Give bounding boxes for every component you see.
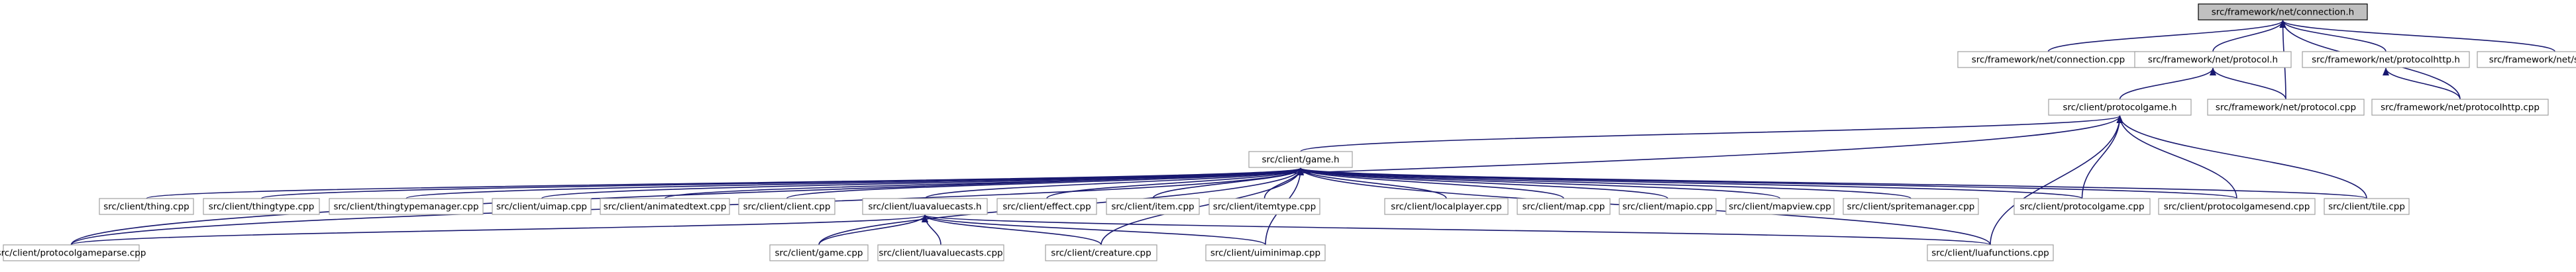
node-label: src/client/effect.cpp	[1002, 202, 1091, 212]
node-uiminimap-cpp[interactable]: src/client/uiminimap.cpp	[1205, 244, 1326, 261]
edge-protocolgameparse_cpp-to-luavaluecasts_h	[70, 214, 928, 246]
node-map-cpp[interactable]: src/client/map.cpp	[1517, 198, 1611, 215]
node-itemtype-cpp[interactable]: src/client/itemtype.cpp	[1208, 198, 1320, 215]
node-tile-cpp[interactable]: src/client/tile.cpp	[2324, 198, 2410, 215]
node-label: src/framework/net/protocol.h	[2148, 55, 2278, 66]
node-label: src/client/protocolgamesend.cpp	[2164, 202, 2310, 212]
edge-thing_cpp-to-game_h	[146, 167, 1304, 199]
node-label: src/client/uimap.cpp	[496, 202, 587, 212]
node-label: src/client/spritemanager.cpp	[1847, 202, 1975, 212]
edge-tile_cpp-to-protocolgame_h	[2116, 115, 2367, 199]
node-label: src/client/protocolgameparse.cpp	[0, 248, 146, 259]
node-thingtypemanager-cpp[interactable]: src/client/thingtypemanager.cpp	[329, 198, 484, 215]
node-label: src/framework/net/server.cpp	[2489, 55, 2576, 66]
node-localplayer-cpp[interactable]: src/client/localplayer.cpp	[1384, 198, 1509, 215]
node-luavaluecasts-cpp[interactable]: src/client/luavaluecasts.cpp	[877, 244, 1004, 261]
edge-thingtype_cpp-to-game_h	[260, 167, 1304, 199]
node-label: src/client/tile.cpp	[2328, 202, 2405, 212]
node-root[interactable]: src/framework/net/connection.h	[2198, 3, 2368, 21]
edge-connection_cpp-to-root	[2047, 20, 2286, 52]
node-thing-cpp[interactable]: src/client/thing.cpp	[99, 198, 194, 215]
node-label: src/client/thingtypemanager.cpp	[333, 202, 478, 212]
node-effect-cpp[interactable]: src/client/effect.cpp	[996, 198, 1097, 215]
node-label: src/client/item.cpp	[1111, 202, 1194, 212]
node-protocol-h[interactable]: src/framework/net/protocol.h	[2134, 51, 2292, 68]
node-item-cpp[interactable]: src/client/item.cpp	[1106, 198, 1200, 215]
nodes-layer: src/framework/net/connection.h src/framew…	[0, 3, 2576, 261]
edge-protocolgame_h-to-protocol_h	[2119, 68, 2216, 100]
node-thingtype-cpp[interactable]: src/client/thingtype.cpp	[203, 198, 320, 215]
edge-creature_cpp-to-game_h	[1100, 167, 1304, 246]
node-game-h[interactable]: src/client/game.h	[1248, 151, 1353, 168]
node-label: src/framework/net/protocolhttp.cpp	[2381, 103, 2540, 113]
node-uimap-cpp[interactable]: src/client/uimap.cpp	[492, 198, 592, 215]
edge-protocolgamesend_cpp-to-protocolgame_h	[2116, 115, 2237, 199]
node-protocolhttp-cpp[interactable]: src/framework/net/protocolhttp.cpp	[2371, 99, 2549, 116]
node-protocolhttp-h[interactable]: src/framework/net/protocolhttp.h	[2302, 51, 2470, 68]
node-connection-cpp[interactable]: src/framework/net/connection.cpp	[1957, 51, 2139, 68]
edge-creature_cpp-to-luavaluecasts_h	[922, 214, 1102, 246]
node-label: src/framework/net/connection.cpp	[1972, 55, 2125, 66]
edge-luafunctions_cpp-to-protocolgame_h	[1990, 115, 2123, 246]
edge-client_cpp-to-game_h	[786, 167, 1304, 199]
edges-layer	[70, 20, 2555, 246]
node-label: src/client/game.h	[1261, 155, 1339, 165]
node-label: src/client/thingtype.cpp	[209, 202, 315, 212]
node-label: src/client/itemtype.cpp	[1213, 202, 1316, 212]
node-protocol-cpp[interactable]: src/framework/net/protocol.cpp	[2207, 99, 2365, 116]
node-label: src/framework/net/protocol.cpp	[2216, 103, 2356, 113]
edge-game_h-to-protocolgame_h	[1300, 115, 2123, 152]
node-game-cpp[interactable]: src/client/game.cpp	[769, 244, 869, 261]
edge-spritemanager_cpp-to-game_h	[1297, 167, 1911, 199]
node-label: src/client/luafunctions.cpp	[1931, 248, 2049, 259]
edge-map_cpp-to-game_h	[1297, 167, 1564, 199]
node-server-cpp[interactable]: src/framework/net/server.cpp	[2477, 51, 2576, 68]
node-label: src/client/mapio.cpp	[1623, 202, 1713, 212]
node-label: src/client/protocolgame.cpp	[2019, 202, 2144, 212]
edge-luavaluecasts_h-to-game_h	[924, 167, 1304, 199]
node-label: src/client/creature.cpp	[1051, 248, 1151, 259]
node-label: src/framework/net/protocolhttp.h	[2312, 55, 2460, 66]
node-label: src/client/animatedtext.cpp	[604, 202, 727, 212]
edge-animatedtext_cpp-to-game_h	[664, 167, 1304, 199]
node-label: src/client/map.cpp	[1523, 202, 1605, 212]
edge-mapio_cpp-to-game_h	[1297, 167, 1668, 199]
node-label: src/client/client.cpp	[743, 202, 831, 212]
node-protocolgame-h[interactable]: src/client/protocolgame.h	[2048, 99, 2192, 116]
node-mapio-cpp[interactable]: src/client/mapio.cpp	[1619, 198, 1717, 215]
node-protocolgame-cpp[interactable]: src/client/protocolgame.cpp	[2013, 198, 2151, 215]
node-label: src/client/localplayer.cpp	[1391, 202, 1501, 212]
node-label: src/framework/net/connection.h	[2212, 7, 2354, 18]
edge-server_cpp-to-root	[2279, 20, 2555, 52]
node-protocolgameparse-cpp[interactable]: src/client/protocolgameparse.cpp	[0, 244, 146, 261]
edge-protocolhttp_h-to-root	[2279, 20, 2387, 52]
edge-protocol_cpp-to-protocol_h	[2210, 68, 2286, 100]
edge-localplayer_cpp-to-game_h	[1297, 167, 1447, 199]
node-animatedtext-cpp[interactable]: src/client/animatedtext.cpp	[600, 198, 730, 215]
node-protocolgamesend-cpp[interactable]: src/client/protocolgamesend.cpp	[2158, 198, 2316, 215]
node-label: src/client/luavaluecasts.cpp	[879, 248, 1002, 259]
node-label: src/client/luavaluecasts.h	[868, 202, 981, 212]
edge-mapview_cpp-to-game_h	[1297, 167, 1781, 199]
edge-game_cpp-to-luavaluecasts_h	[818, 214, 928, 246]
node-mapview-cpp[interactable]: src/client/mapview.cpp	[1725, 198, 1835, 215]
edge-protocolhttp_cpp-to-protocolhttp_h	[2383, 68, 2461, 100]
edge-tile_cpp-to-game_h	[1297, 167, 2367, 199]
node-luavaluecasts-h[interactable]: src/client/luavaluecasts.h	[862, 198, 988, 215]
edge-uiminimap_cpp-to-luavaluecasts_h	[922, 214, 1266, 246]
node-label: src/client/mapview.cpp	[1729, 202, 1831, 212]
edge-protocolgame_cpp-to-game_h	[1297, 167, 2083, 199]
node-label: src/client/uiminimap.cpp	[1210, 248, 1320, 259]
node-spritemanager-cpp[interactable]: src/client/spritemanager.cpp	[1843, 198, 1979, 215]
node-client-cpp[interactable]: src/client/client.cpp	[738, 198, 835, 215]
edge-luafunctions_cpp-to-luavaluecasts_h	[922, 214, 1991, 246]
node-luafunctions-cpp[interactable]: src/client/luafunctions.cpp	[1927, 244, 2054, 261]
node-label: src/client/thing.cpp	[103, 202, 189, 212]
node-label: src/client/game.cpp	[775, 248, 863, 259]
node-creature-cpp[interactable]: src/client/creature.cpp	[1045, 244, 1157, 261]
node-label: src/client/protocolgame.h	[2063, 103, 2176, 113]
edge-effect_cpp-to-game_h	[1046, 167, 1304, 199]
